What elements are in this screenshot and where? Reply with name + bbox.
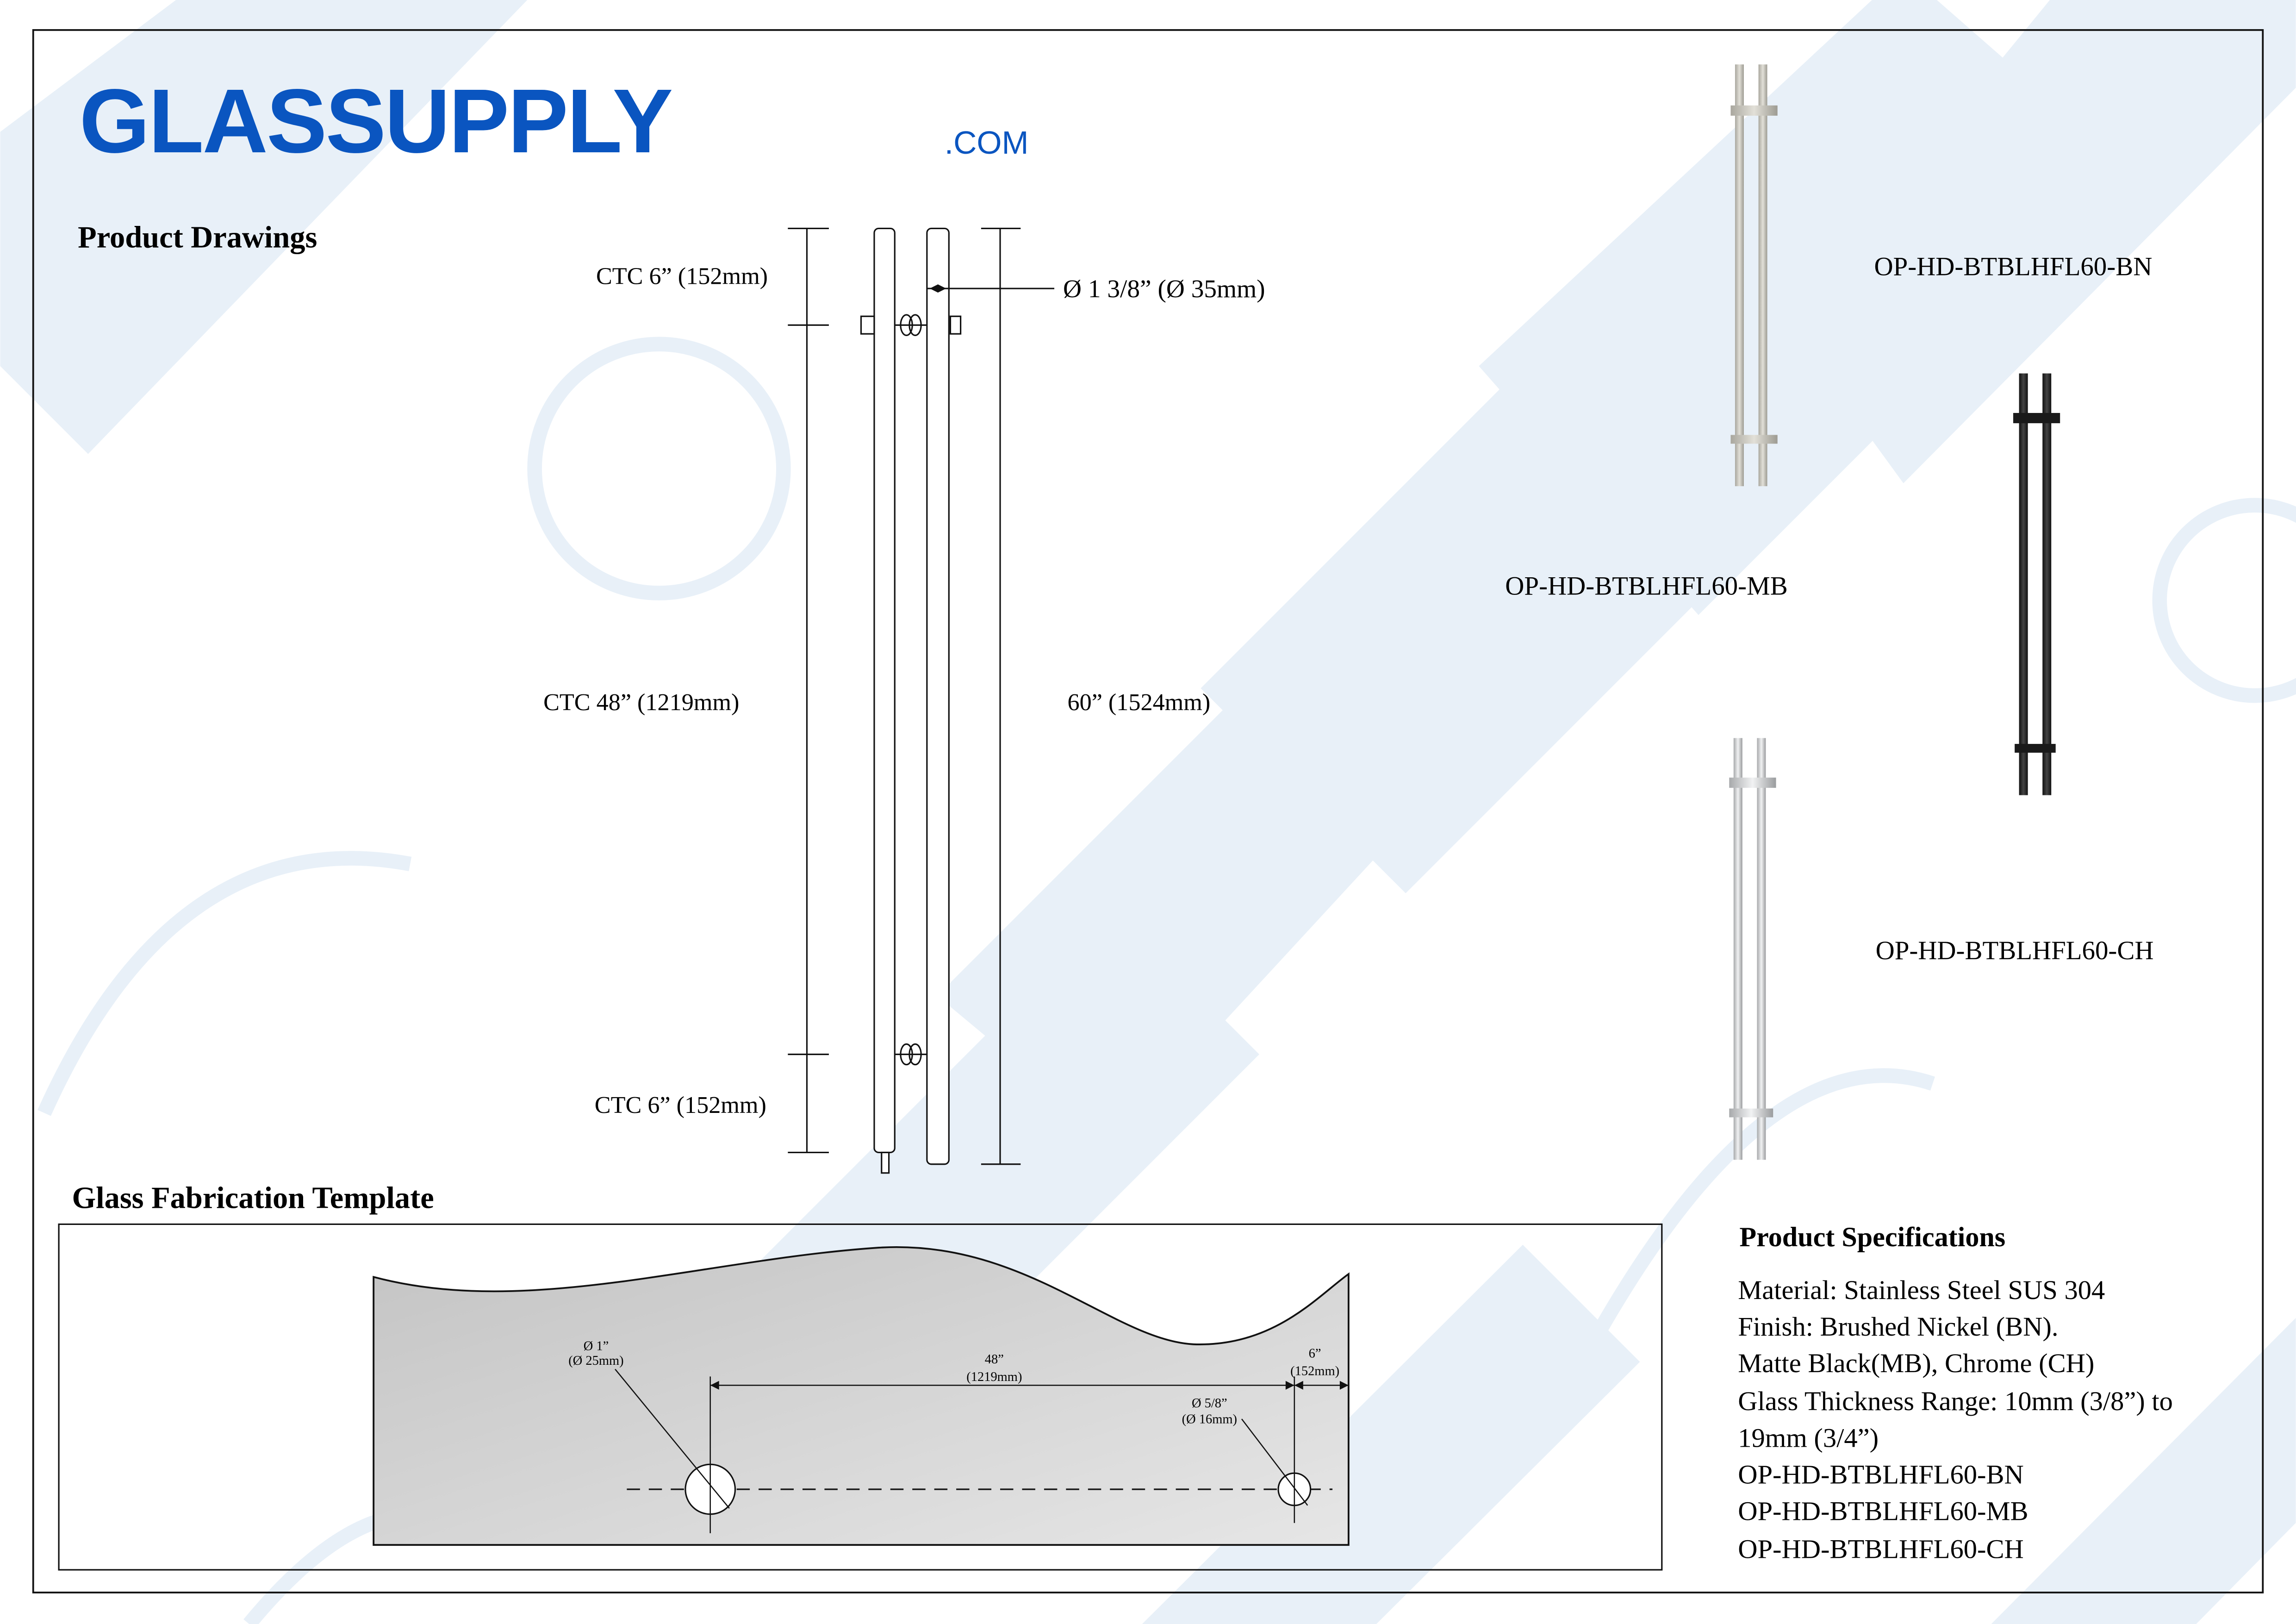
ctc-bottom-label: CTC 6” (152mm) [595, 1092, 766, 1118]
product-image-bn [1730, 64, 1778, 487]
spec-line: Matte Black(MB), Chrome (CH) [1738, 1348, 2094, 1378]
large-hole-dia-mm: (Ø 25mm) [568, 1354, 623, 1368]
svg-text:.COM: .COM [945, 125, 1029, 161]
spec-line: OP-HD-BTBLHFL60-MB [1738, 1496, 2028, 1526]
small-hole-dia: Ø 5/8” [1192, 1396, 1227, 1411]
glasssupply-logo: GLASSUPPLY .COM [79, 70, 1028, 172]
glass-template [373, 1246, 1350, 1546]
product-code-bn: OP-HD-BTBLHFL60-BN [1874, 252, 2152, 281]
product-image-mb [2013, 373, 2060, 795]
diameter-label: Ø 1 3/8” (Ø 35mm) [1063, 275, 1265, 303]
spec-line: Finish: Brushed Nickel (BN). [1738, 1312, 2058, 1342]
spec-line: OP-HD-BTBLHFL60-BN [1738, 1459, 2024, 1489]
product-code-ch: OP-HD-BTBLHFL60-CH [1876, 936, 2154, 965]
product-code-mb: OP-HD-BTBLHFL60-MB [1505, 571, 1787, 600]
edge-6-mm: (152mm) [1290, 1364, 1339, 1378]
spec-line: 19mm (3/4”) [1738, 1423, 1879, 1453]
page-border [32, 29, 2264, 1593]
template-frame [58, 1223, 1663, 1571]
length-label: 60” (1524mm) [1068, 689, 1211, 716]
ctc-48-mm: (1219mm) [966, 1370, 1022, 1384]
edge-6-label: 6” [1309, 1346, 1321, 1361]
glass-template-title: Glass Fabrication Template [72, 1181, 434, 1215]
svg-text:GLASSUPPLY: GLASSUPPLY [79, 70, 672, 172]
spec-line: OP-HD-BTBLHFL60-CH [1738, 1534, 2024, 1564]
large-hole-dia: Ø 1” [584, 1339, 609, 1353]
specs-list: Material: Stainless Steel SUS 304 Finish… [1738, 1275, 2173, 1564]
spec-line: Material: Stainless Steel SUS 304 [1738, 1275, 2105, 1305]
product-image-ch [1729, 738, 1776, 1160]
ctc-top-label: CTC 6” (152mm) [596, 263, 768, 290]
product-drawings-title: Product Drawings [78, 221, 317, 255]
ctc-middle-label: CTC 48” (1219mm) [543, 689, 739, 716]
ctc-48-label: 48” [985, 1352, 1004, 1367]
handle-technical-drawing [788, 227, 1055, 1174]
spec-line: Glass Thickness Range: 10mm (3/8”) to [1738, 1386, 2173, 1416]
small-hole-dia-mm: (Ø 16mm) [1182, 1412, 1237, 1427]
specs-title: Product Specifications [1739, 1222, 2005, 1253]
